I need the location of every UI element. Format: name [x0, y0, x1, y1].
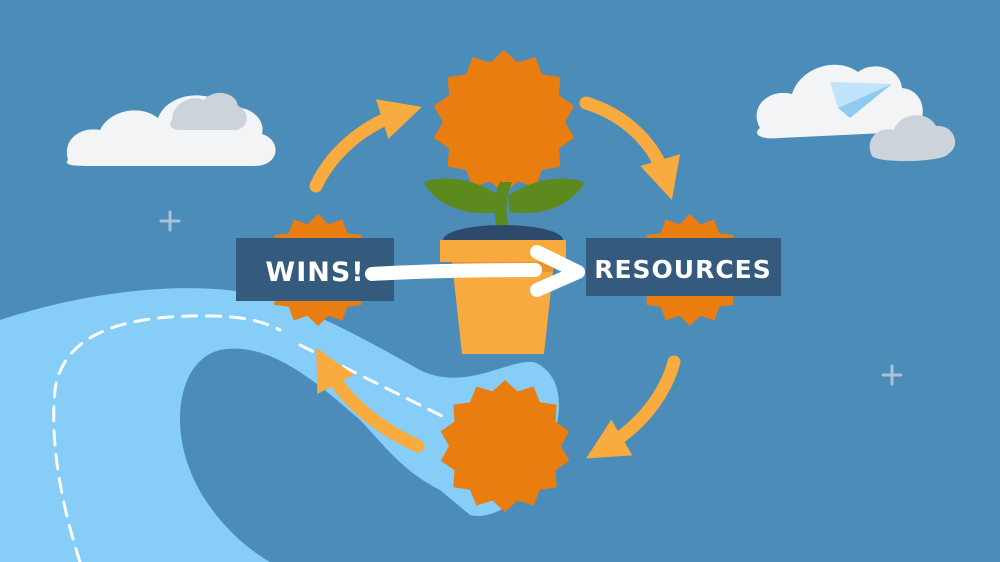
plus-sparkle-icon	[881, 364, 903, 386]
cycle-arrow-icon	[309, 99, 422, 193]
orange-badge-icon	[433, 50, 575, 194]
plus-sparkle-icon	[159, 210, 181, 232]
resources-label: RESOURCES	[586, 238, 781, 296]
cycle-arrow-icon	[316, 347, 425, 453]
wins-label: WINS!	[236, 238, 394, 301]
paper-plane-icon	[830, 82, 892, 118]
orange-badge-icon	[440, 380, 570, 512]
cycle-arrow-icon	[579, 96, 681, 200]
wins-label-text: WINS!	[265, 257, 364, 288]
resources-label-text: RESOURCES	[594, 255, 772, 284]
river-path-icon	[0, 288, 559, 562]
cycle-arrow-icon	[586, 355, 681, 459]
cycle-arrows	[309, 96, 681, 459]
cloud-icon	[66, 92, 276, 166]
connector-arrow-icon	[365, 245, 585, 297]
